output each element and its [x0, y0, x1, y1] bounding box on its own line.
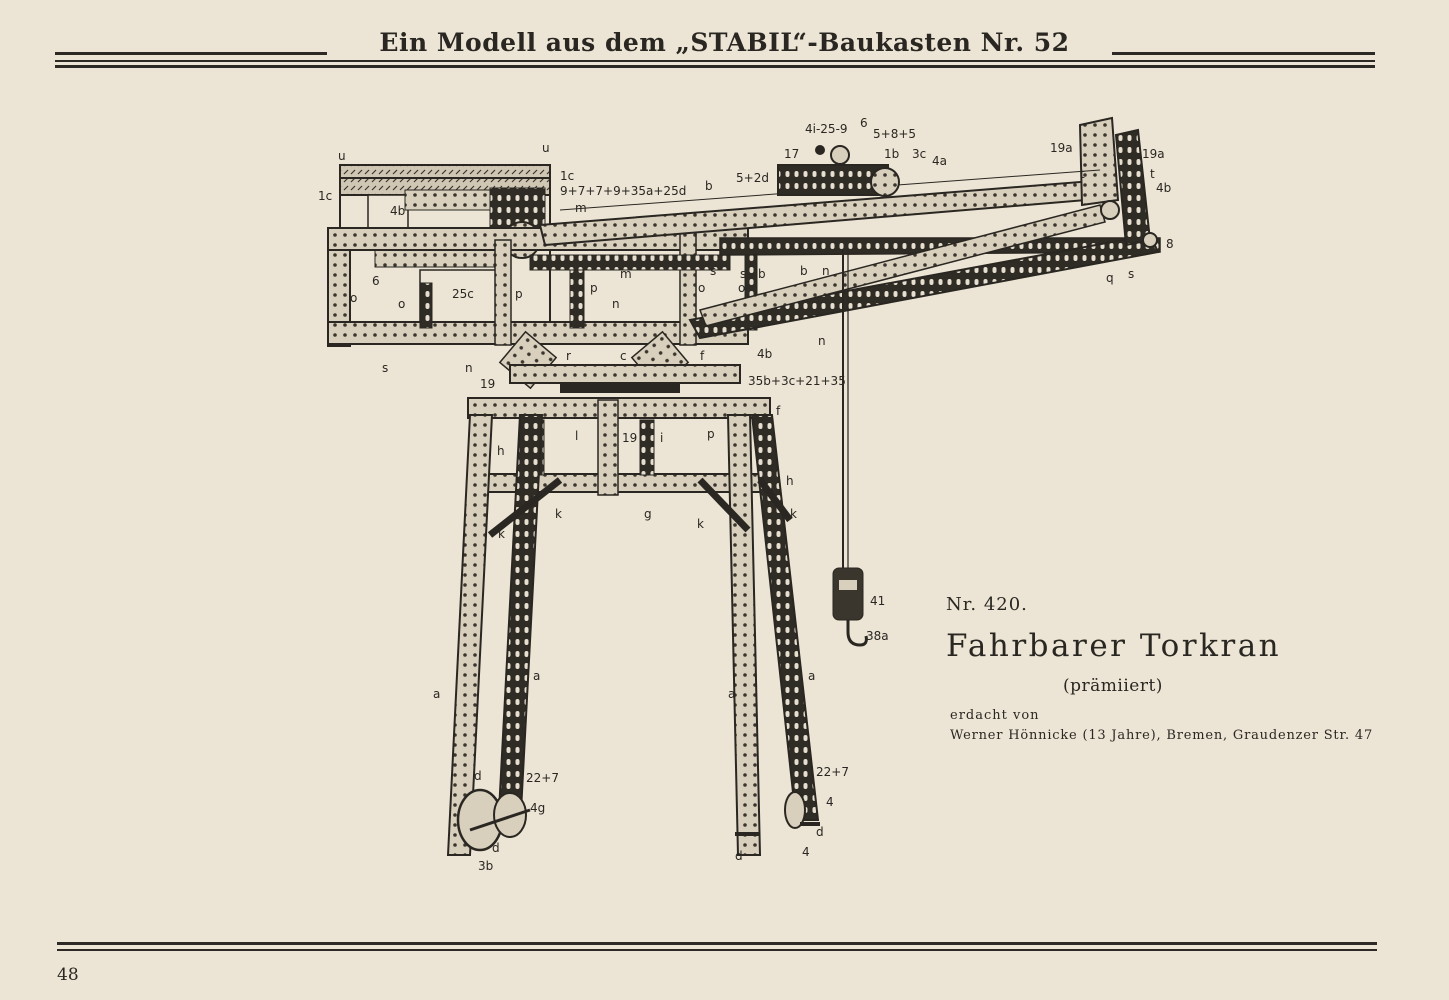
- crane-winch: [777, 145, 900, 197]
- part-label: 19a: [1050, 141, 1073, 155]
- part-label: r: [566, 349, 571, 363]
- part-label: 4: [826, 795, 834, 809]
- part-label: d: [492, 841, 500, 855]
- part-label: n: [465, 361, 473, 375]
- gantry-wheels: [456, 788, 820, 852]
- part-label: n: [612, 297, 620, 311]
- part-label: 4b: [390, 204, 405, 218]
- part-label: 9+7+7+9+35a+25d: [560, 184, 686, 198]
- crane-turntable: [498, 330, 741, 393]
- part-label: s: [710, 264, 716, 278]
- part-label: d: [816, 825, 824, 839]
- part-label: 19: [622, 431, 637, 445]
- part-label: p: [590, 281, 598, 295]
- part-label: n: [818, 334, 826, 348]
- part-label: m: [575, 201, 587, 215]
- crane-hook: [832, 250, 868, 647]
- part-label: 6: [372, 274, 380, 288]
- part-label: b: [800, 264, 808, 278]
- crane-jib: [538, 116, 1161, 340]
- part-label: n: [822, 264, 830, 278]
- part-label: a: [433, 687, 440, 701]
- part-label: u: [542, 141, 550, 155]
- part-label: p: [515, 287, 523, 301]
- part-label: o: [738, 281, 745, 295]
- part-label: f: [700, 349, 705, 363]
- part-label: 1c: [318, 189, 332, 203]
- part-label: p: [707, 427, 715, 441]
- model-number: Nr. 420.: [946, 594, 1028, 615]
- part-label: 38a: [866, 629, 889, 643]
- part-label: k: [555, 507, 562, 521]
- part-label: 3c: [912, 147, 926, 161]
- part-label: 19: [480, 377, 495, 391]
- part-label: s: [382, 361, 388, 375]
- part-label: 35b+3c+21+35: [748, 374, 846, 388]
- part-label: l: [575, 429, 578, 443]
- award-note: (prämiiert): [1063, 676, 1163, 696]
- part-label: a: [808, 669, 815, 683]
- part-label: 5+2d: [736, 171, 769, 185]
- part-label: b: [758, 267, 766, 281]
- part-label: 4b: [1156, 181, 1171, 195]
- part-label: b: [705, 179, 713, 193]
- part-label: k: [498, 527, 505, 541]
- gantry-portal: [446, 397, 820, 856]
- part-label: s: [740, 267, 746, 281]
- part-label: h: [497, 444, 505, 458]
- header-rule-left: [55, 52, 327, 55]
- part-label: 17: [784, 147, 799, 161]
- part-label: k: [790, 507, 797, 521]
- part-label: c: [620, 349, 627, 363]
- part-label: 8: [1166, 237, 1174, 251]
- part-label: a: [533, 669, 540, 683]
- part-label: 4g: [530, 801, 545, 815]
- header-rule-right: [1112, 52, 1375, 55]
- part-label: 5+8+5: [873, 127, 916, 141]
- part-label: 22+7: [526, 771, 559, 785]
- part-label: o: [698, 281, 705, 295]
- part-label: d: [735, 849, 743, 863]
- part-label: 4: [802, 845, 810, 859]
- header-double-rule-bottom: [55, 65, 1375, 68]
- part-label: 6: [860, 116, 868, 130]
- part-label: g: [644, 507, 652, 521]
- crane-cabin: [339, 164, 551, 339]
- part-label: u: [338, 149, 346, 163]
- part-label: h: [786, 474, 794, 488]
- part-label: 4a: [932, 154, 947, 168]
- part-label: 1b: [884, 147, 899, 161]
- footer-double-rule-bottom: [57, 949, 1377, 951]
- part-label: s: [1128, 267, 1134, 281]
- part-label: 19a: [1142, 147, 1165, 161]
- part-label: q: [1106, 271, 1114, 285]
- page-number: 48: [57, 965, 79, 985]
- header-double-rule-top: [55, 60, 1375, 62]
- part-label: a: [728, 687, 735, 701]
- author-line: Werner Hönnicke (13 Jahre), Bremen, Grau…: [950, 728, 1374, 743]
- part-label: f: [776, 404, 781, 418]
- part-label: 3b: [478, 859, 493, 873]
- part-label: t: [1080, 167, 1085, 181]
- part-label: 41: [870, 594, 885, 608]
- part-label: 1c: [560, 169, 574, 183]
- part-label: d: [474, 769, 482, 783]
- part-label: t: [1150, 167, 1155, 181]
- page-header-title: Ein Modell aus dem „STABIL“-Baukasten Nr…: [0, 28, 1449, 57]
- part-label: 22+7: [816, 765, 849, 779]
- part-label: 4b: [757, 347, 772, 361]
- model-title: Fahrbarer Torkran: [946, 628, 1282, 664]
- part-label: 4i-25-9: [805, 122, 848, 136]
- part-label: m: [620, 267, 632, 281]
- footer-double-rule-top: [57, 942, 1377, 945]
- part-label: o: [350, 291, 357, 305]
- part-label: i: [660, 431, 663, 445]
- part-label: k: [697, 517, 704, 531]
- part-labels: u u 1c 1c 9+7+7+9+35a+25d 4b b 5+2d 17 4…: [318, 116, 1174, 873]
- designed-by-label: erdacht von: [950, 708, 1040, 723]
- part-label: o: [398, 297, 405, 311]
- part-label: 25c: [452, 287, 474, 301]
